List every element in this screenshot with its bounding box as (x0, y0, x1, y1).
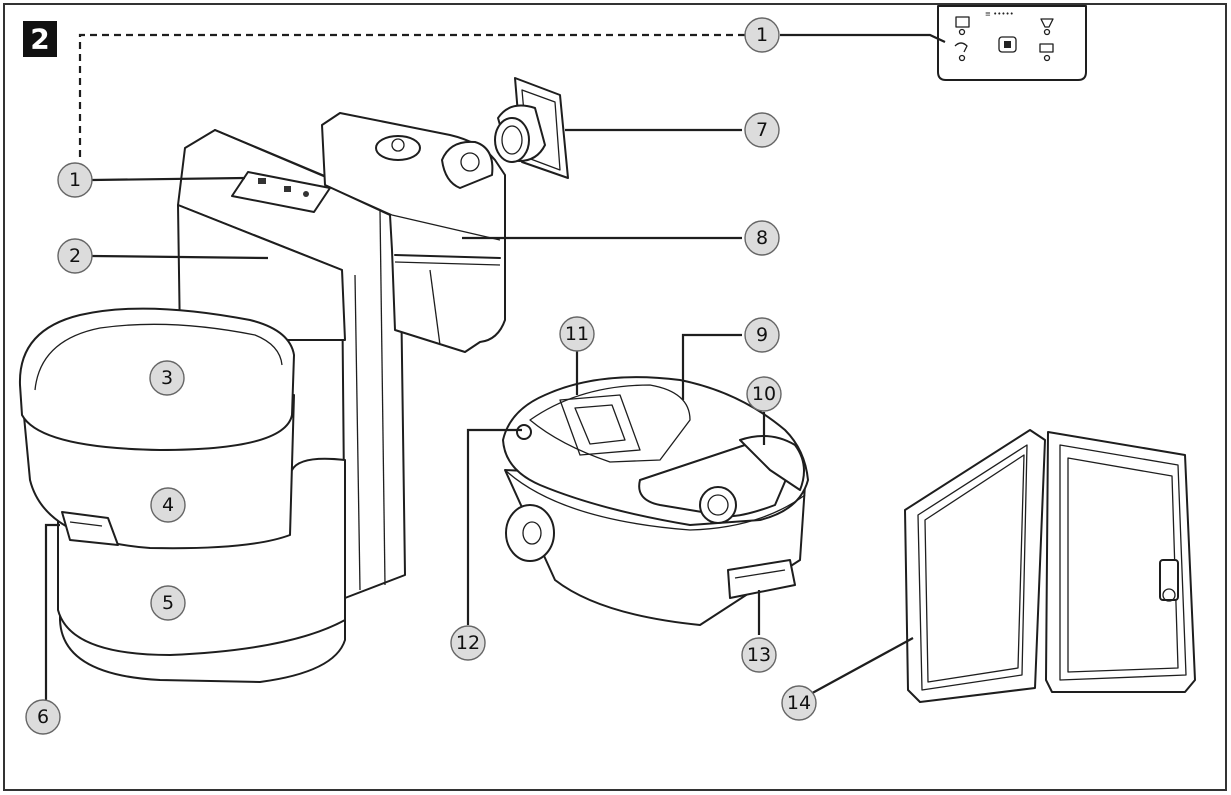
callout-3-label: 3 (161, 367, 173, 389)
callout-2: 2 (57, 238, 93, 274)
callout-1-left-label: 1 (69, 169, 81, 191)
callout-8: 8 (744, 220, 780, 256)
fill-inlet-cap (494, 77, 569, 179)
callout-4: 4 (150, 487, 186, 523)
toilet-main-unit (18, 129, 406, 683)
callout-1-top-label: 1 (756, 24, 768, 46)
callout-11-label: 11 (565, 323, 589, 345)
callout-12: 12 (450, 625, 486, 661)
callout-14-label: 14 (787, 692, 811, 714)
callout-14: 14 (781, 685, 817, 721)
panel-buttons (954, 16, 1054, 62)
leader-lines (44, 33, 946, 700)
callout-1-top: 1 (744, 17, 780, 53)
callout-9-label: 9 (756, 324, 768, 346)
callout-9: 9 (744, 317, 780, 353)
callout-13-label: 13 (747, 644, 771, 666)
callout-10-label: 10 (752, 383, 776, 405)
callout-1-left: 1 (57, 162, 93, 198)
callout-2-label: 2 (69, 245, 81, 267)
callout-5: 5 (150, 585, 186, 621)
control-panel-closeup: ≡ ••••• (937, 5, 1087, 81)
callout-7: 7 (744, 112, 780, 148)
callout-11: 11 (559, 316, 595, 352)
callout-7-label: 7 (756, 119, 768, 141)
callout-12-label: 12 (456, 632, 480, 654)
callout-13: 13 (741, 637, 777, 673)
callout-10: 10 (746, 376, 782, 412)
callout-3: 3 (149, 360, 185, 396)
panel-brand-text: ≡ ••••• (985, 10, 1014, 18)
callout-5-label: 5 (162, 592, 174, 614)
service-door (904, 429, 1196, 703)
figure-number-badge: 2 (23, 21, 57, 57)
water-tank (321, 112, 506, 353)
callout-8-label: 8 (756, 227, 768, 249)
waste-cassette (502, 376, 809, 626)
callout-6: 6 (25, 699, 61, 735)
figure-number: 2 (30, 23, 49, 56)
toilet-control-panel (231, 171, 331, 213)
callout-4-label: 4 (162, 494, 174, 516)
callout-6-label: 6 (37, 706, 49, 728)
toilet-handle (61, 511, 119, 546)
